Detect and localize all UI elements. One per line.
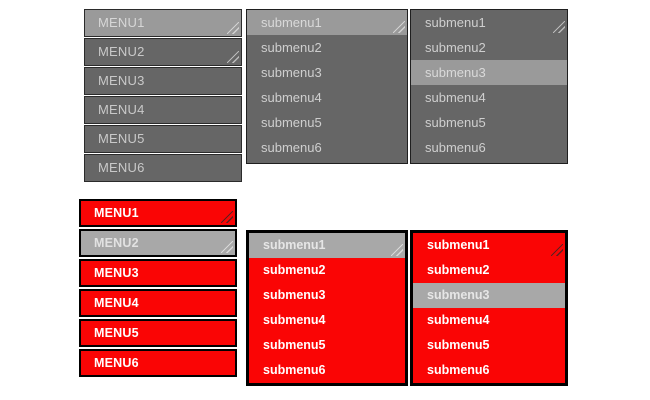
submenu-item-label: submenu1: [427, 238, 490, 252]
submenu-item-label: submenu1: [261, 15, 322, 30]
menu-item[interactable]: MENU5: [84, 125, 242, 153]
submenu-item[interactable]: submenu4: [247, 85, 407, 110]
submenu-item[interactable]: submenu4: [413, 308, 565, 333]
menu-item[interactable]: MENU5: [79, 319, 237, 347]
menu-item-label: MENU4: [98, 102, 145, 117]
menu-item-label: MENU1: [94, 206, 139, 220]
submenu-item-label: submenu1: [263, 238, 326, 252]
menu-item-label: MENU4: [94, 296, 139, 310]
submenu-item[interactable]: submenu5: [249, 333, 405, 358]
resize-handle-icon[interactable]: [553, 21, 565, 33]
submenu-item-label: submenu2: [261, 40, 322, 55]
red-submenu-panel-2: submenu1 submenu2 submenu3 submenu4 submenu5…: [410, 230, 568, 386]
submenu-item-label: submenu2: [263, 263, 326, 277]
submenu-item[interactable]: submenu3: [249, 283, 405, 308]
submenu-item-label: submenu4: [427, 313, 490, 327]
menu-item-label: MENU5: [94, 326, 139, 340]
menu-item-label: MENU2: [94, 236, 139, 250]
menu-item-label: MENU1: [98, 15, 145, 30]
submenu-item[interactable]: submenu2: [247, 35, 407, 60]
menu-item-label: MENU3: [98, 73, 145, 88]
submenu-item[interactable]: submenu5: [411, 110, 567, 135]
resize-handle-icon[interactable]: [221, 211, 233, 223]
resize-handle-icon[interactable]: [227, 51, 239, 63]
submenu-item[interactable]: submenu6: [249, 358, 405, 383]
menu-item-label: MENU6: [94, 356, 139, 370]
submenu-item-label: submenu2: [427, 263, 490, 277]
submenu-item[interactable]: submenu3: [413, 283, 565, 308]
submenu-item-label: submenu2: [425, 40, 486, 55]
gray-submenu-panel-1: submenu1 submenu2 submenu3 submenu4 submenu5…: [246, 9, 408, 164]
submenu-item[interactable]: submenu4: [411, 85, 567, 110]
submenu-item[interactable]: submenu6: [247, 135, 407, 160]
menu-item[interactable]: MENU1: [79, 199, 237, 227]
submenu-item-label: submenu6: [263, 363, 326, 377]
submenu-item-label: submenu3: [425, 65, 486, 80]
submenu-item-label: submenu6: [261, 140, 322, 155]
submenu-item-label: submenu4: [261, 90, 322, 105]
menu-item-label: MENU5: [98, 131, 145, 146]
submenu-item[interactable]: submenu1: [247, 10, 407, 35]
submenu-item-label: submenu4: [425, 90, 486, 105]
submenu-item-label: submenu3: [427, 288, 490, 302]
resize-handle-icon[interactable]: [227, 22, 239, 34]
gray-submenu-panel-2: submenu1 submenu2 submenu3 submenu4 submenu5…: [410, 9, 568, 164]
menu-item-label: MENU2: [98, 44, 145, 59]
submenu-item[interactable]: submenu2: [411, 35, 567, 60]
menu-item[interactable]: MENU3: [84, 67, 242, 95]
submenu-item[interactable]: submenu4: [249, 308, 405, 333]
submenu-item[interactable]: submenu1: [249, 233, 405, 258]
submenu-item-label: submenu5: [263, 338, 326, 352]
submenu-item-label: submenu3: [263, 288, 326, 302]
resize-handle-icon[interactable]: [221, 241, 233, 253]
submenu-item[interactable]: submenu1: [411, 10, 567, 35]
menu-item[interactable]: MENU6: [84, 154, 242, 182]
red-submenu-panel-1: submenu1 submenu2 submenu3 submenu4 submenu5…: [246, 230, 408, 386]
submenu-item[interactable]: submenu5: [413, 333, 565, 358]
submenu-item[interactable]: submenu5: [247, 110, 407, 135]
menu-item[interactable]: MENU6: [79, 349, 237, 377]
submenu-item[interactable]: submenu3: [411, 60, 567, 85]
menu-item[interactable]: MENU2: [79, 229, 237, 257]
submenu-item-label: submenu1: [425, 15, 486, 30]
menu-item[interactable]: MENU4: [79, 289, 237, 317]
menu-item[interactable]: MENU2: [84, 38, 242, 66]
submenu-item[interactable]: submenu2: [249, 258, 405, 283]
submenu-item[interactable]: submenu3: [247, 60, 407, 85]
submenu-item-label: submenu5: [261, 115, 322, 130]
submenu-item-label: submenu5: [427, 338, 490, 352]
submenu-item[interactable]: submenu6: [411, 135, 567, 160]
submenu-item-label: submenu4: [263, 313, 326, 327]
resize-handle-icon[interactable]: [551, 244, 563, 256]
submenu-item[interactable]: submenu2: [413, 258, 565, 283]
menu-item-label: MENU6: [98, 160, 145, 175]
menu-item[interactable]: MENU4: [84, 96, 242, 124]
submenu-item[interactable]: submenu6: [413, 358, 565, 383]
menu-item-label: MENU3: [94, 266, 139, 280]
resize-handle-icon[interactable]: [393, 21, 405, 33]
resize-handle-icon[interactable]: [391, 244, 403, 256]
menu-item[interactable]: MENU3: [79, 259, 237, 287]
submenu-item-label: submenu6: [425, 140, 486, 155]
menu-item[interactable]: MENU1: [84, 9, 242, 37]
submenu-item-label: submenu6: [427, 363, 490, 377]
submenu-item-label: submenu3: [261, 65, 322, 80]
submenu-item[interactable]: submenu1: [413, 233, 565, 258]
submenu-item-label: submenu5: [425, 115, 486, 130]
